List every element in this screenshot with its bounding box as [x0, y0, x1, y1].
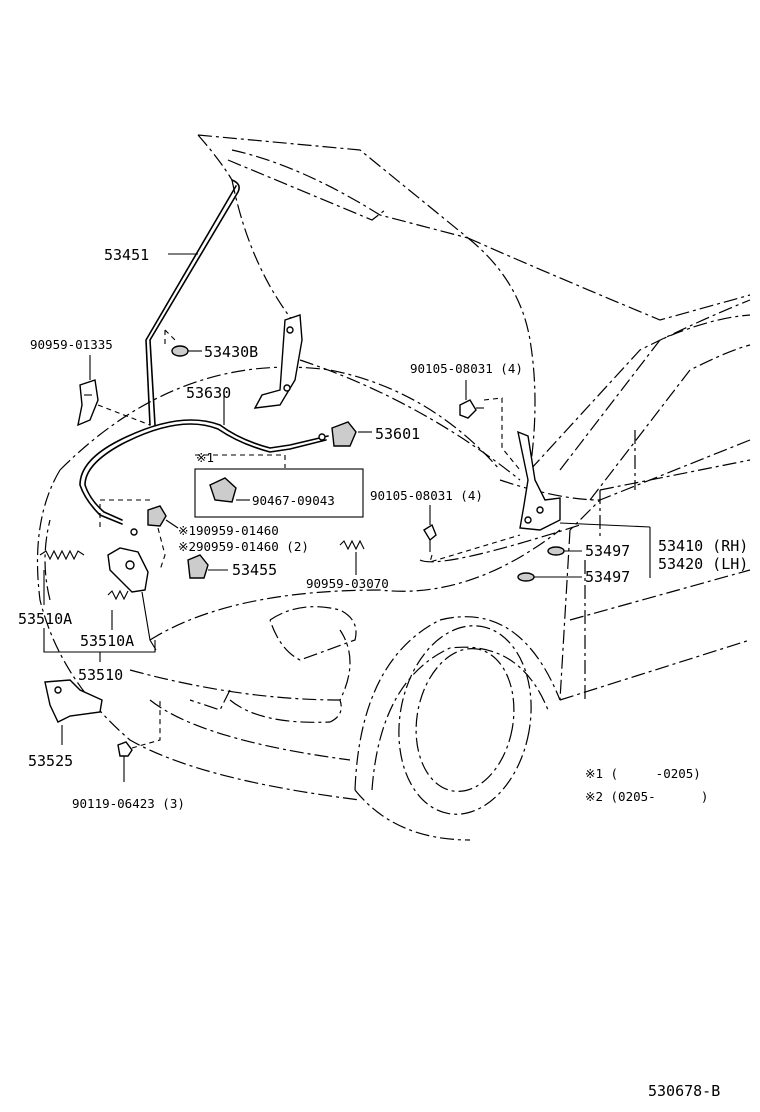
- label-90105-08031-mid: 90105-08031 (4): [370, 488, 483, 503]
- note-2: ※2 (0205- ): [585, 789, 708, 804]
- clamp-box: [194, 454, 364, 518]
- cable-clamp-90959-01460: [147, 505, 179, 529]
- label-53420-lh: 53420 (LH): [658, 555, 748, 573]
- release-lever-53601: [331, 421, 372, 447]
- lock-support-53455: [187, 554, 228, 579]
- label-53601: 53601: [375, 425, 420, 443]
- label-53455: 53455: [232, 561, 277, 579]
- note-1: ※1 ( -0205): [585, 766, 701, 781]
- label-290959-01460: ※290959-01460 (2): [178, 539, 309, 554]
- label-90959-01335: 90959-01335: [30, 337, 113, 352]
- label-note1-marker: ※1: [196, 450, 214, 465]
- part-labels: 53451 90959-01335 53430B 53630 53601 901…: [18, 246, 748, 811]
- label-53430b: 53430B: [204, 343, 258, 361]
- hinge-bolt-middle: [423, 505, 521, 563]
- stay-holder-bracket: [77, 355, 151, 427]
- label-53510a-right: 53510A: [80, 632, 134, 650]
- label-90119-06423: 90119-06423 (3): [72, 796, 185, 811]
- label-190959-01460: ※190959-01460: [178, 523, 279, 538]
- hood-cushion: [517, 546, 582, 582]
- label-53410-rh: 53410 (RH): [658, 537, 748, 555]
- label-53510a-left: 53510A: [18, 610, 72, 628]
- hood-support-rod: [145, 179, 240, 426]
- label-53510: 53510: [78, 666, 123, 684]
- bolt-90119-06423: [117, 700, 161, 782]
- label-53630: 53630: [186, 384, 231, 402]
- label-90959-03070: 90959-03070: [306, 576, 389, 591]
- label-53497-lower: 53497: [585, 568, 630, 586]
- hinge-bolt-top: [459, 380, 521, 471]
- hood-lock-53510: [99, 499, 166, 651]
- grommet-53430b: [164, 329, 202, 357]
- label-90467-09043: 90467-09043: [252, 493, 335, 508]
- lock-springs: [39, 549, 156, 662]
- hood-hinge-lower: [517, 430, 651, 578]
- date-notes: ※1 ( -0205) ※2 (0205- ): [585, 766, 708, 804]
- release-cable-53630: [79, 395, 329, 536]
- label-53525: 53525: [28, 752, 73, 770]
- hood-hinge-upper: [253, 314, 303, 409]
- lock-bracket-53525: [44, 679, 103, 745]
- vehicle-outline: [36, 134, 751, 841]
- spring-90959-03070: [339, 539, 365, 575]
- label-53451: 53451: [104, 246, 149, 264]
- label-90105-08031-top: 90105-08031 (4): [410, 361, 523, 376]
- label-53497-upper: 53497: [585, 542, 630, 560]
- figure-code: 530678-B: [648, 1082, 720, 1100]
